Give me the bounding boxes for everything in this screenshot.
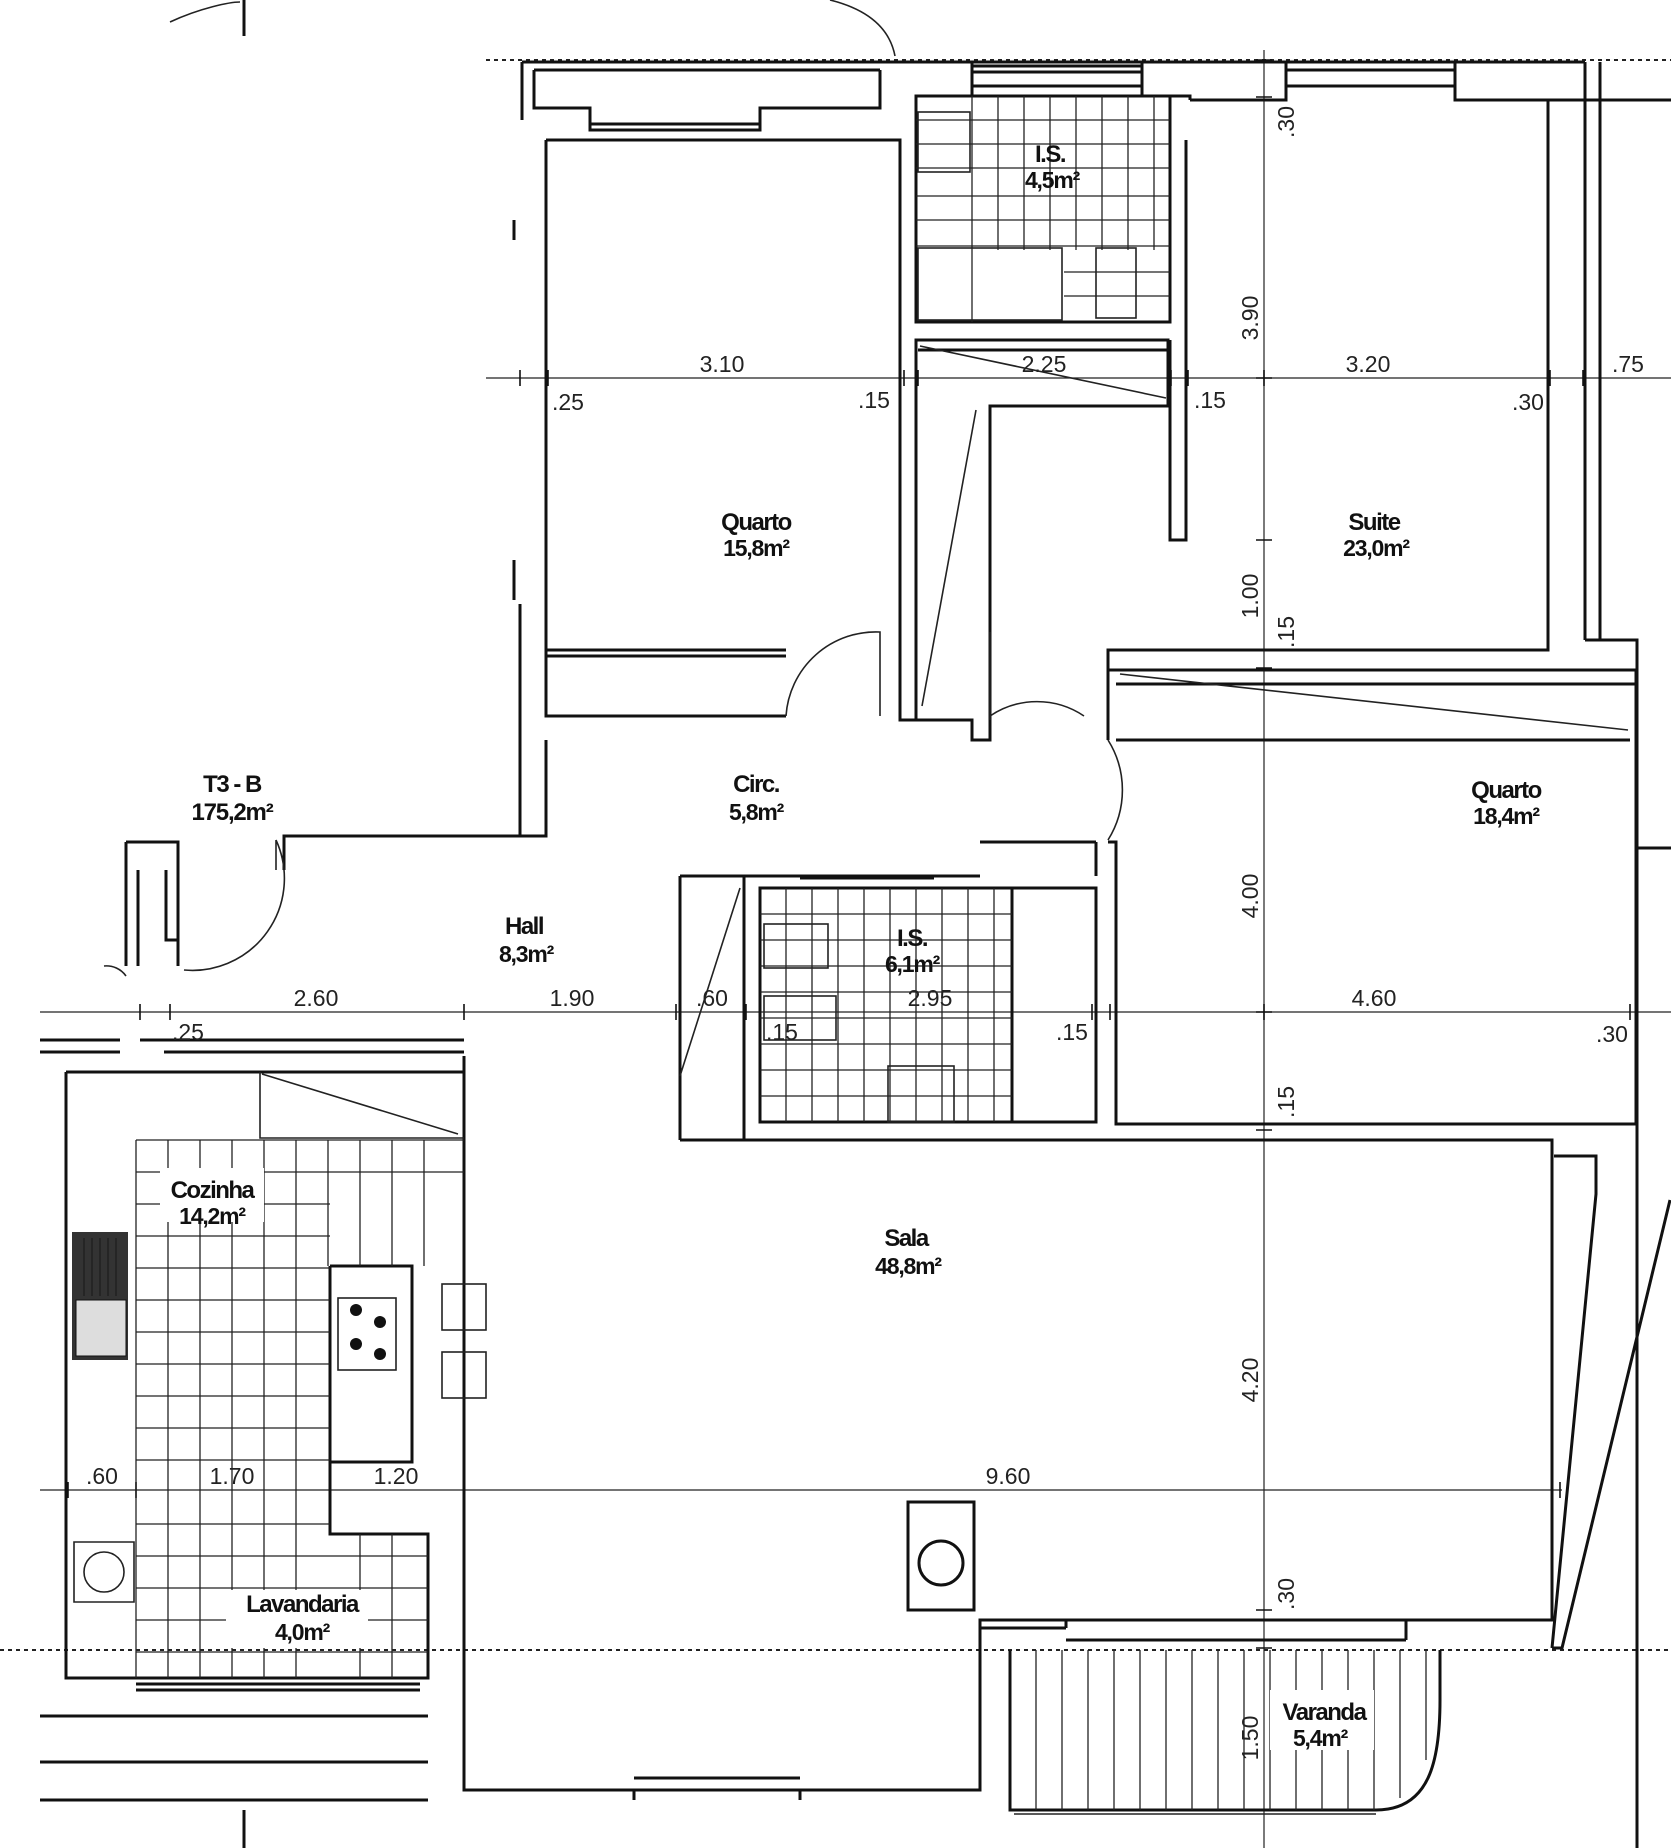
dim-vert-8: .30: [1273, 1578, 1299, 1610]
dim-row1-sub-a: .25: [552, 389, 584, 415]
varanda-slats: [1035, 1650, 1427, 1810]
dim-row2-a: 2.60: [294, 985, 339, 1011]
dim-row2-sub-a: .25: [172, 1019, 204, 1045]
dim-row2-sub-c: .15: [1056, 1019, 1088, 1045]
dim-row1-sub-c: .15: [1194, 387, 1226, 413]
room-name-cozinha: Cozinha: [171, 1177, 256, 1204]
room-name-is-top: I.S.: [1035, 141, 1066, 168]
dim-vert-2: 3.90: [1237, 296, 1263, 341]
dim-vert-4: .15: [1273, 616, 1299, 648]
dim-row3-b: 1.70: [210, 1463, 255, 1489]
room-name-quarto-2: Quarto: [1471, 777, 1542, 804]
dim-vert-1: .30: [1273, 106, 1299, 138]
dim-row1-suite: 3.20: [1346, 351, 1391, 377]
dim-row2-c: .60: [696, 985, 728, 1011]
dim-vert-9: 1.50: [1237, 1716, 1263, 1761]
room-area-cozinha: 14,2m²: [179, 1203, 246, 1229]
room-area-quarto-1: 15,8m²: [723, 535, 790, 561]
room-area-lavandaria: 4,0m²: [275, 1619, 331, 1645]
dim-row1-quarto: 3.10: [700, 351, 745, 377]
dim-vert-3: 1.00: [1237, 574, 1263, 619]
room-name-suite: Suite: [1348, 509, 1400, 536]
dimension-ticks: [67, 59, 1631, 1649]
dim-row2-sub-b: .15: [766, 1019, 798, 1045]
room-name-circ: Circ.: [733, 771, 780, 798]
dim-row3-d: 9.60: [986, 1463, 1031, 1489]
room-name-quarto-1: Quarto: [721, 509, 792, 536]
room-area-is-top: 4,5m²: [1025, 167, 1081, 193]
unit-label: T3 - B: [203, 771, 262, 798]
dim-row1-sub-d: .30: [1512, 389, 1544, 415]
unit-area: 175,2m²: [192, 799, 274, 826]
dim-row2-sub-d: .30: [1596, 1021, 1628, 1047]
door-swings: [103, 631, 1124, 977]
dim-row3-c: 1.20: [374, 1463, 419, 1489]
arc-top-right: [829, 0, 896, 57]
room-name-varanda: Varanda: [1283, 1699, 1368, 1726]
room-area-is-mid: 6,1m²: [885, 951, 941, 977]
dim-vert-6: .15: [1273, 1086, 1299, 1118]
tiles-is-mid: [760, 888, 1012, 1123]
room-area-circ: 5,8m²: [729, 799, 785, 825]
room-area-hall: 8,3m²: [499, 941, 555, 967]
dim-row3-a: .60: [86, 1463, 118, 1489]
room-name-is-mid: I.S.: [897, 925, 928, 952]
dim-row2-b: 1.90: [550, 985, 595, 1011]
dim-row1-sub-b: .15: [858, 387, 890, 413]
tiles-is-top: [916, 96, 1170, 322]
room-area-quarto-2: 18,4m²: [1473, 803, 1540, 829]
room-name-hall: Hall: [505, 913, 543, 940]
dim-row1-end: .75: [1612, 351, 1644, 377]
dim-row1-corridor: 2.25: [1022, 351, 1067, 377]
walls: [40, 60, 1671, 1848]
dim-row2-d: 2.95: [908, 985, 953, 1011]
dim-row2-e: 4.60: [1352, 985, 1397, 1011]
room-area-varanda: 5,4m²: [1293, 1725, 1349, 1751]
dim-vert-5: 4.00: [1237, 874, 1263, 919]
room-area-suite: 23,0m²: [1343, 535, 1410, 561]
arc-top-left: [169, 1, 241, 23]
dim-vert-7: 4.20: [1237, 1358, 1263, 1403]
room-name-sala: Sala: [884, 1225, 930, 1252]
room-area-sala: 48,8m²: [875, 1253, 942, 1279]
tiles-kitchen: [135, 1139, 464, 1678]
room-name-lavandaria: Lavandaria: [246, 1591, 360, 1618]
